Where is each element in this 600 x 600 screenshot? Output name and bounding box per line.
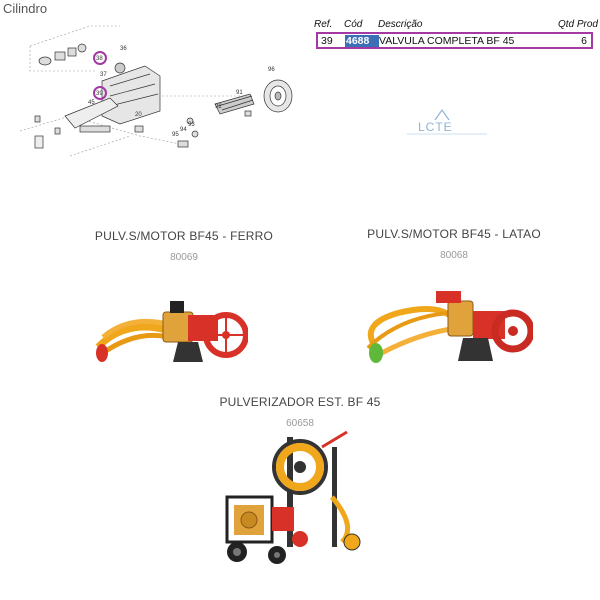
header-desc: Descrição: [378, 19, 423, 30]
product-image-stationary-sprayer[interactable]: [222, 427, 362, 567]
product-card[interactable]: PULV.S/MOTOR BF45 - FERRO 80069: [84, 229, 284, 263]
highlight-circle-bottom: [93, 86, 107, 100]
product-card[interactable]: PULVERIZADOR EST. BF 45 60658: [195, 395, 405, 429]
callout-label: 37: [100, 72, 107, 78]
product-name[interactable]: PULVERIZADOR EST. BF 45: [219, 395, 381, 409]
callout-label: 94: [180, 127, 187, 133]
row-cod[interactable]: 4688: [345, 34, 379, 47]
header-qtd: Qtd Prod: [557, 19, 598, 30]
parts-diagram-drawing: 38 36 37 39 45 96 91 92 93 94 95 20: [19, 25, 293, 157]
product-name[interactable]: PULV.S/MOTOR BF45 - LATAO: [367, 227, 541, 241]
callout-label: 36: [120, 46, 127, 52]
logo-text: LCTE: [418, 120, 453, 134]
exploded-parts-diagram: 38 36 37 39 45 96 91 92 93 94 95 20: [10, 16, 295, 166]
parts-table-header: Ref. Cód Descrição Qtd Prod: [313, 19, 600, 32]
header-ref: Ref.: [314, 19, 333, 30]
product-code: 80069: [170, 252, 198, 263]
parts-table: Ref. Cód Descrição Qtd Prod 39 4688 VALV…: [313, 19, 600, 49]
product-image-sprayer-iron[interactable]: [88, 287, 249, 372]
product-code: 80068: [440, 250, 468, 261]
product-image-sprayer-brass[interactable]: [358, 283, 535, 373]
brand-logo: LCTE: [402, 100, 492, 140]
callout-label: 92: [215, 104, 222, 110]
product-code: 60658: [286, 418, 314, 429]
sprayer-illustration: [225, 430, 361, 564]
callout-label: 93: [188, 122, 195, 128]
sprayer-illustration: [366, 291, 535, 363]
section-title: Cilindro: [3, 1, 48, 16]
callout-label: 91: [236, 90, 243, 96]
header-cod: Cód: [344, 19, 363, 30]
callout-label: 95: [172, 132, 179, 138]
logo-mark: [407, 108, 487, 135]
callout-label: 39: [96, 91, 103, 97]
row-ref: 39: [321, 34, 333, 47]
product-name[interactable]: PULV.S/MOTOR BF45 - FERRO: [94, 229, 274, 243]
callout-label: 45: [88, 100, 95, 106]
callout-label: 38: [96, 56, 103, 62]
callout-label: 20: [135, 112, 142, 118]
row-cod-cell: 4688: [345, 34, 379, 47]
product-card[interactable]: PULV.S/MOTOR BF45 - LATAO 80068: [354, 227, 554, 261]
table-row[interactable]: 39 4688 VALVULA COMPLETA BF 45 6: [316, 32, 593, 49]
callout-label: 96: [268, 67, 275, 73]
row-qtd: 6: [581, 34, 587, 47]
highlight-circle-top: [93, 51, 107, 65]
row-desc: VALVULA COMPLETA BF 45: [379, 34, 515, 47]
sprayer-illustration: [95, 301, 249, 362]
